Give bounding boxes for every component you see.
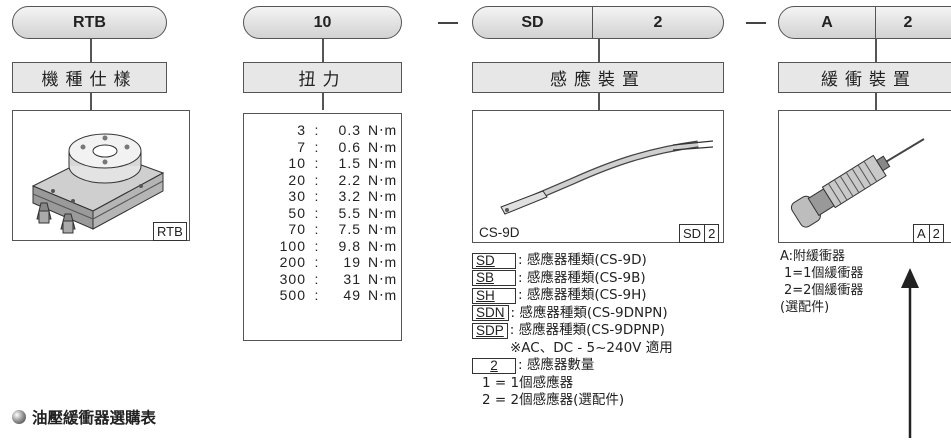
sensor-code-type: SD [521, 13, 544, 31]
bullet-icon [12, 410, 26, 424]
buffer-info-line: 2=2個緩衝器 [784, 283, 864, 298]
buffer-info-line: 1=1個緩衝器 [784, 266, 864, 281]
sensor-type-item: SDN: 感應器種類(CS-9DNPN) [472, 305, 673, 323]
footer-heading: 油壓緩衝器選購表 [12, 406, 156, 428]
sensor-options-list: SD: 感應器種類(CS-9D) SB: 感應器種類(CS-9B) SH: 感應… [472, 252, 673, 410]
footer-text: 油壓緩衝器選購表 [32, 409, 157, 427]
buffer-tag-qty: 2 [928, 225, 943, 242]
model-header: 機種仕樣 [12, 62, 167, 93]
model-image-tag: RTB [153, 222, 187, 241]
sensor-code-pill: SD 2 [472, 6, 724, 39]
connector-line [322, 39, 324, 62]
sensor-qty-option: 1 = 1個感應器 [482, 374, 574, 391]
buffer-code-pill: A 2 [778, 6, 951, 39]
buffer-code-qty: 2 [875, 7, 940, 38]
model-code: RTB [73, 13, 106, 31]
sensor-type-item: SDP: 感應器種類(CS-9DPNP) [472, 322, 673, 340]
connector-line [90, 93, 92, 110]
sensor-type-item: SH: 感應器種類(CS-9H) [472, 287, 673, 305]
connector-line [598, 39, 600, 62]
sensor-image-tag: SD 2 [679, 224, 720, 243]
connector-line [875, 93, 877, 110]
separator-dash [746, 22, 766, 24]
buffer-info-line: A:附緩衝器 [780, 249, 846, 264]
shock-absorber-image [790, 138, 925, 228]
voltage-note: ※AC、DC - 5~240V 適用 [510, 339, 673, 356]
connector-line [90, 39, 92, 62]
sensor-image-box [472, 110, 724, 243]
buffer-tag-type: A [917, 226, 926, 241]
connector-line [875, 39, 877, 62]
buffer-image-tag: A 2 [913, 224, 944, 243]
sensor-code-qty: 2 [592, 7, 723, 38]
buffer-info: A:附緩衝器 1=1個緩衝器 2=2個緩衝器 (選配件) [780, 248, 863, 316]
torque-code: 10 [313, 13, 332, 31]
buffer-code-type: A [821, 13, 833, 31]
sensor-image-caption: CS-9D [479, 225, 520, 240]
pointer-arrow [901, 268, 919, 438]
sensor-qty-item: 2: 感應器數量 [472, 357, 673, 375]
buffer-info-line: (選配件) [780, 300, 830, 315]
model-code-pill: RTB [12, 6, 167, 39]
buffer-header: 緩衝裝置 [778, 62, 951, 93]
sensor-type-item: SD: 感應器種類(CS-9D) [472, 252, 673, 270]
sensor-type-item: SB: 感應器種類(CS-9B) [472, 270, 673, 288]
sensor-tag-type: SD [683, 226, 702, 241]
sensor-image [500, 140, 714, 215]
sensor-tag-qty: 2 [704, 225, 718, 242]
connector-line [598, 93, 600, 110]
rotary-actuator-image [31, 133, 165, 234]
torque-code-pill: 10 [243, 6, 402, 39]
torque-header: 扭力 [243, 62, 402, 93]
sensor-header: 感應裝置 [472, 62, 724, 93]
separator-dash [438, 22, 458, 24]
connector-line [322, 93, 324, 110]
actuator-image-box [12, 110, 190, 241]
sensor-qty-option: 2 = 2個感應器(選配件) [482, 392, 625, 408]
buffer-image-box [778, 110, 951, 243]
